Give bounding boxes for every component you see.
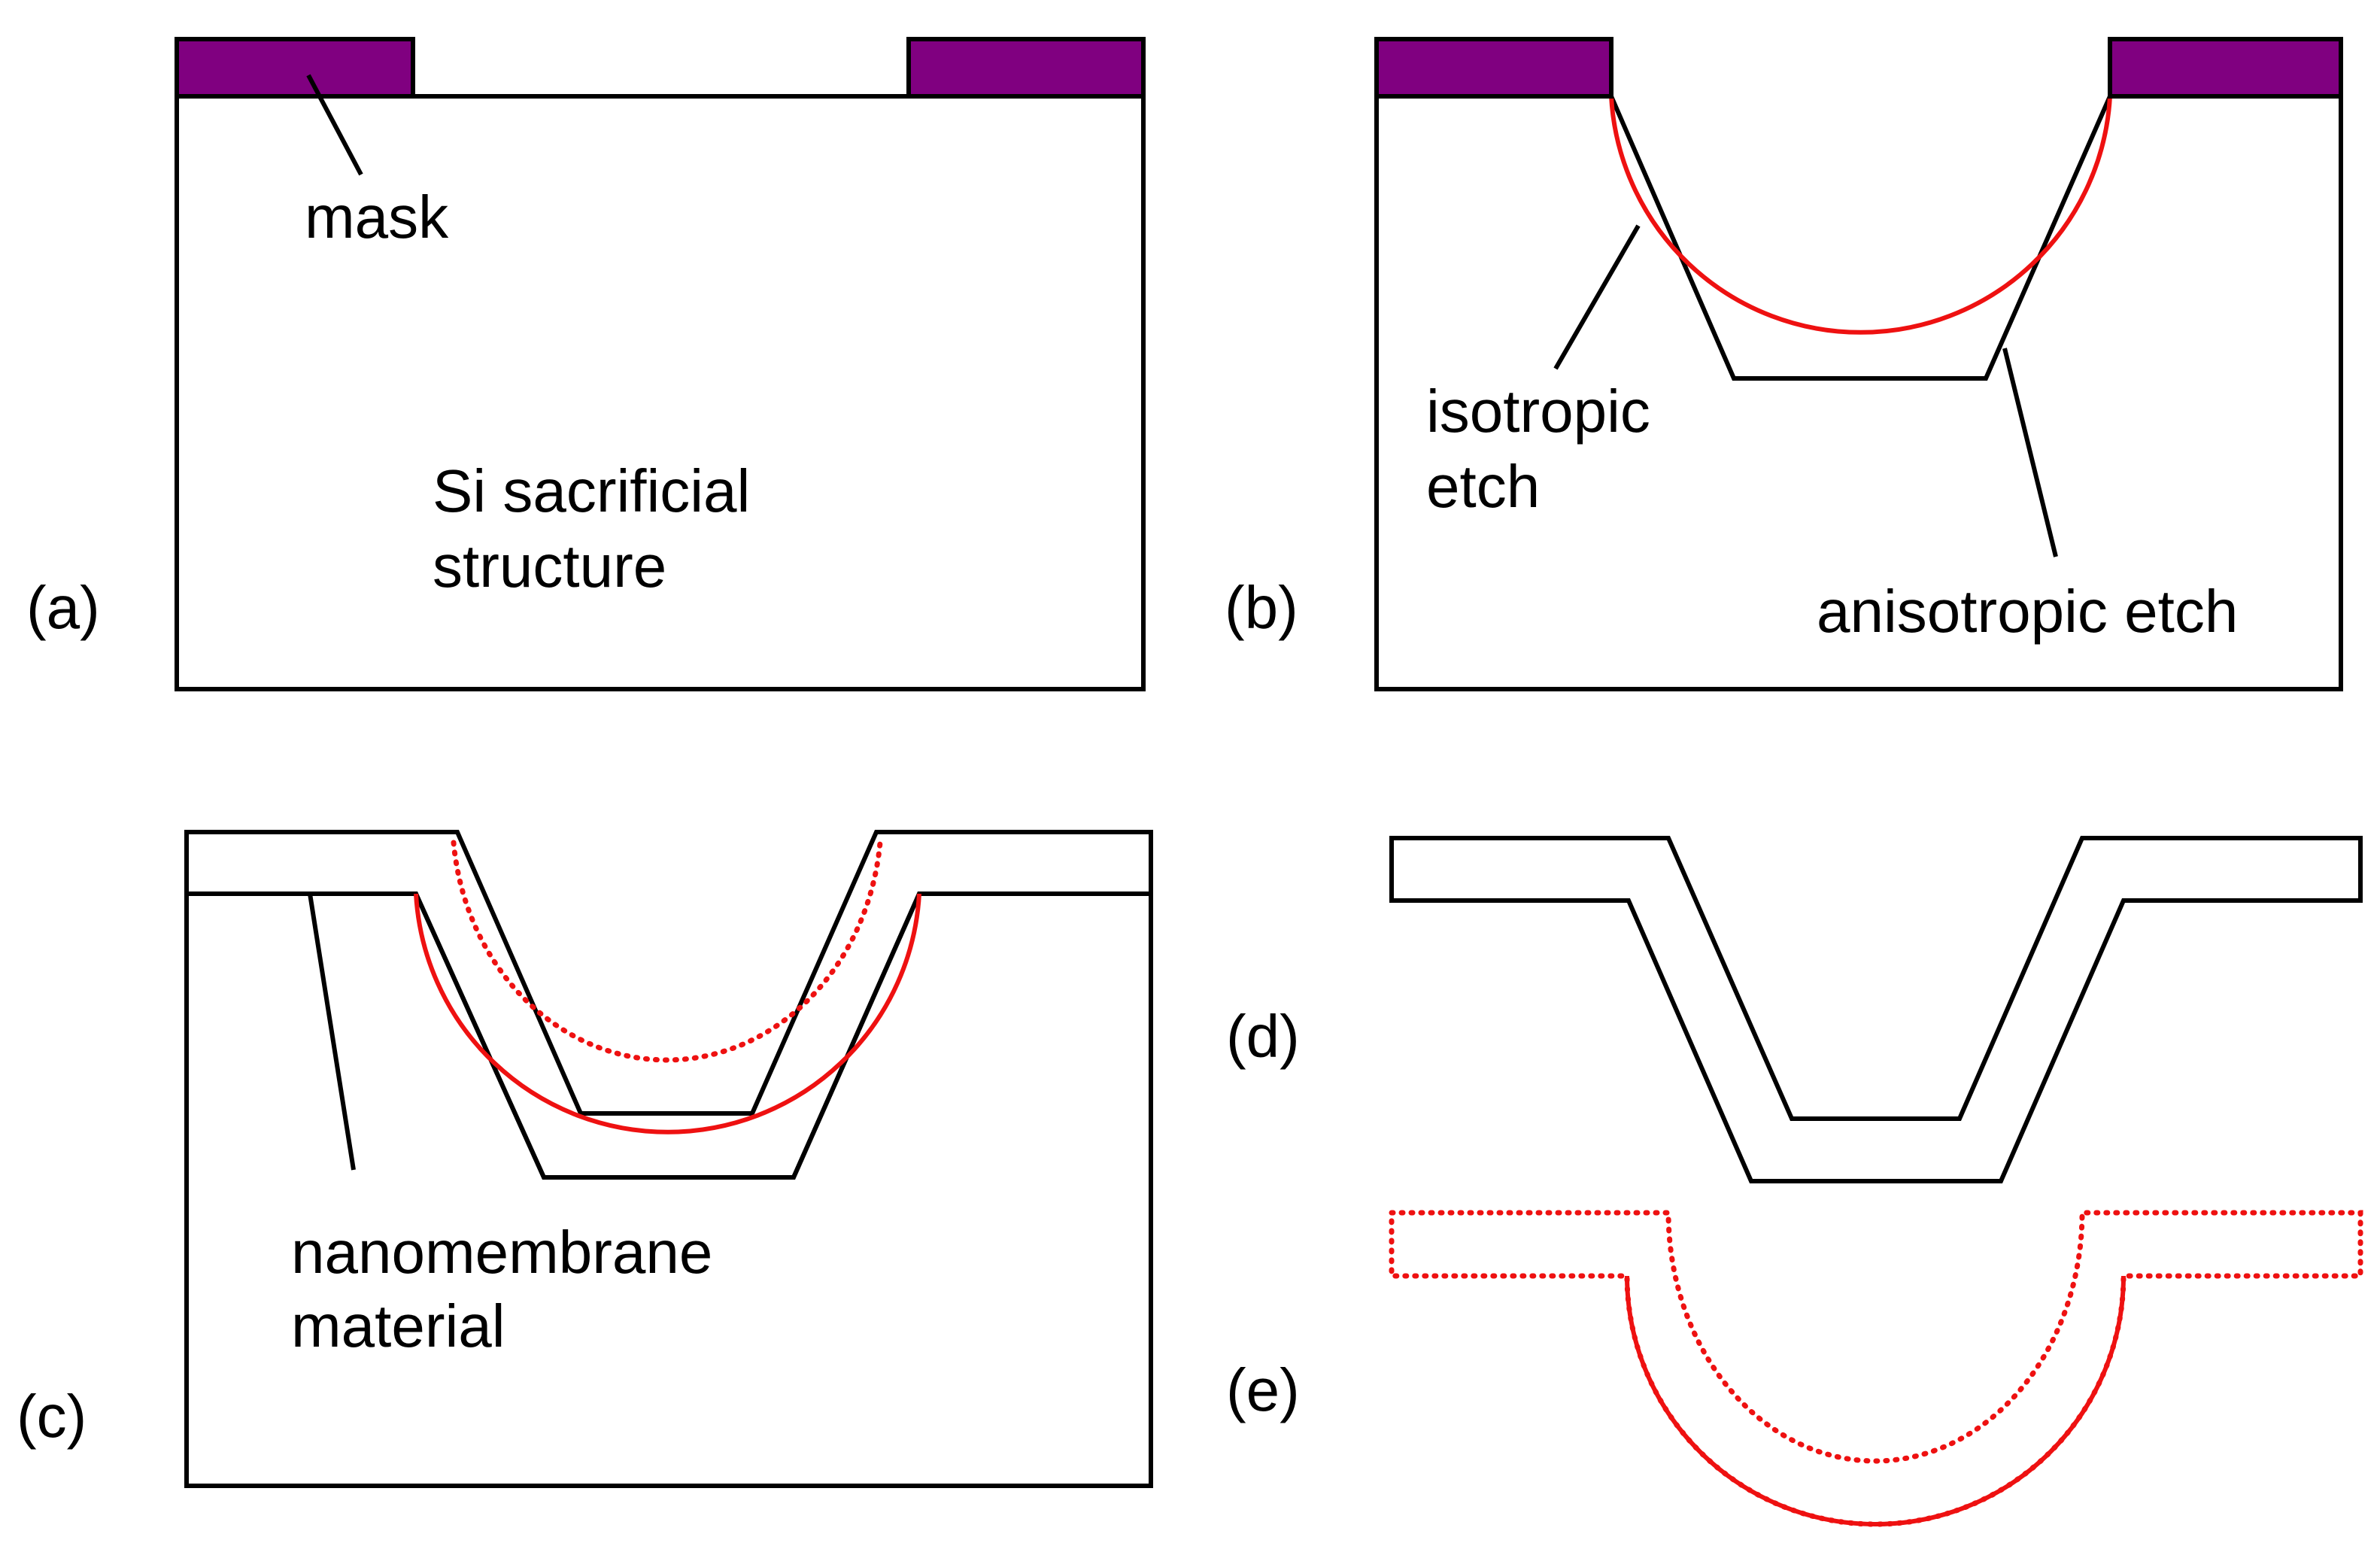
panel-d: (d) [1226,836,2363,1183]
panel-a-mask-right [906,37,1146,99]
panel-a-substrate-label-line1: Si sacrificial [433,457,750,524]
panel-b: isotropic etch anisotropic etch (b) [1225,37,2343,691]
panel-b-anisotropic-leader [2002,348,2058,557]
panel-b-anisotropic-label: anisotropic etch [1817,578,2238,645]
panel-e-outer-solid-arc [1625,1275,2126,1526]
panel-b-isotropic-label-line2: etch [1426,453,1540,520]
panel-b-isotropic-etch-profile [1609,96,2112,335]
panel-a-substrate-label-line2: structure [433,533,666,600]
panel-c: nanomembrane material (c) [17,830,1153,1488]
panel-e-isotropic-membrane [1389,1210,2363,1527]
panel-c-nanomembrane-layer [184,830,1153,1180]
panel-a-substrate [175,94,1146,691]
panel-c-material-label-line1: nanomembrane [291,1219,712,1286]
panel-c-isotropic-profile-outer [414,893,921,1134]
panel-b-isotropic-label-line1: isotropic [1426,378,1650,445]
panel-e: (e) [1226,1210,2363,1527]
panel-a: mask Si sacrificial structure (a) [26,37,1146,691]
panel-c-material-leader [308,893,356,1171]
panel-b-isotropic-leader [1553,224,1641,370]
panel-d-released-membrane [1389,836,2363,1183]
panel-e-label: (e) [1226,1356,1300,1423]
panel-c-label: (c) [17,1383,87,1450]
panel-c-substrate [184,891,1153,1488]
panel-d-label: (d) [1226,1003,1300,1070]
panel-b-mask-right [2108,37,2343,99]
panel-b-label: (b) [1225,574,1298,641]
panel-c-material-label-line2: material [291,1292,505,1359]
panel-b-mask-left [1374,37,1613,99]
panel-a-mask-left [175,37,415,99]
panel-a-mask-leader [306,74,363,176]
panel-a-mask-label: mask [305,184,449,251]
panel-c-isotropic-profile-inner [451,840,883,1063]
panel-a-label: (a) [26,574,100,641]
